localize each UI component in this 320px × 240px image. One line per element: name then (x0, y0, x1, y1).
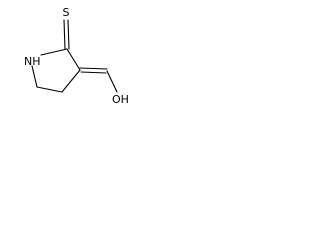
bond-c4-c5 (36, 86, 63, 93)
bond-c5-n1 (31, 65, 38, 88)
amine-label: NH (24, 55, 41, 68)
bond-lines (31, 19, 118, 93)
bond-c2-s-a (63, 19, 66, 50)
bond-ch-oh (106, 70, 118, 93)
atom-labels: S NH OH (24, 6, 129, 106)
bond-c2-s-b (67, 19, 70, 50)
bond-c3-c4 (61, 69, 81, 93)
bond-c3-exo-b (80, 71, 107, 74)
bond-n1-c2 (40, 48, 68, 56)
sulfur-label: S (63, 6, 70, 19)
hydroxyl-label: OH (112, 93, 129, 106)
bond-c2-c3 (66, 48, 81, 71)
chemical-structure: S NH OH (24, 6, 129, 106)
bond-c3-exo-a (79, 67, 108, 70)
